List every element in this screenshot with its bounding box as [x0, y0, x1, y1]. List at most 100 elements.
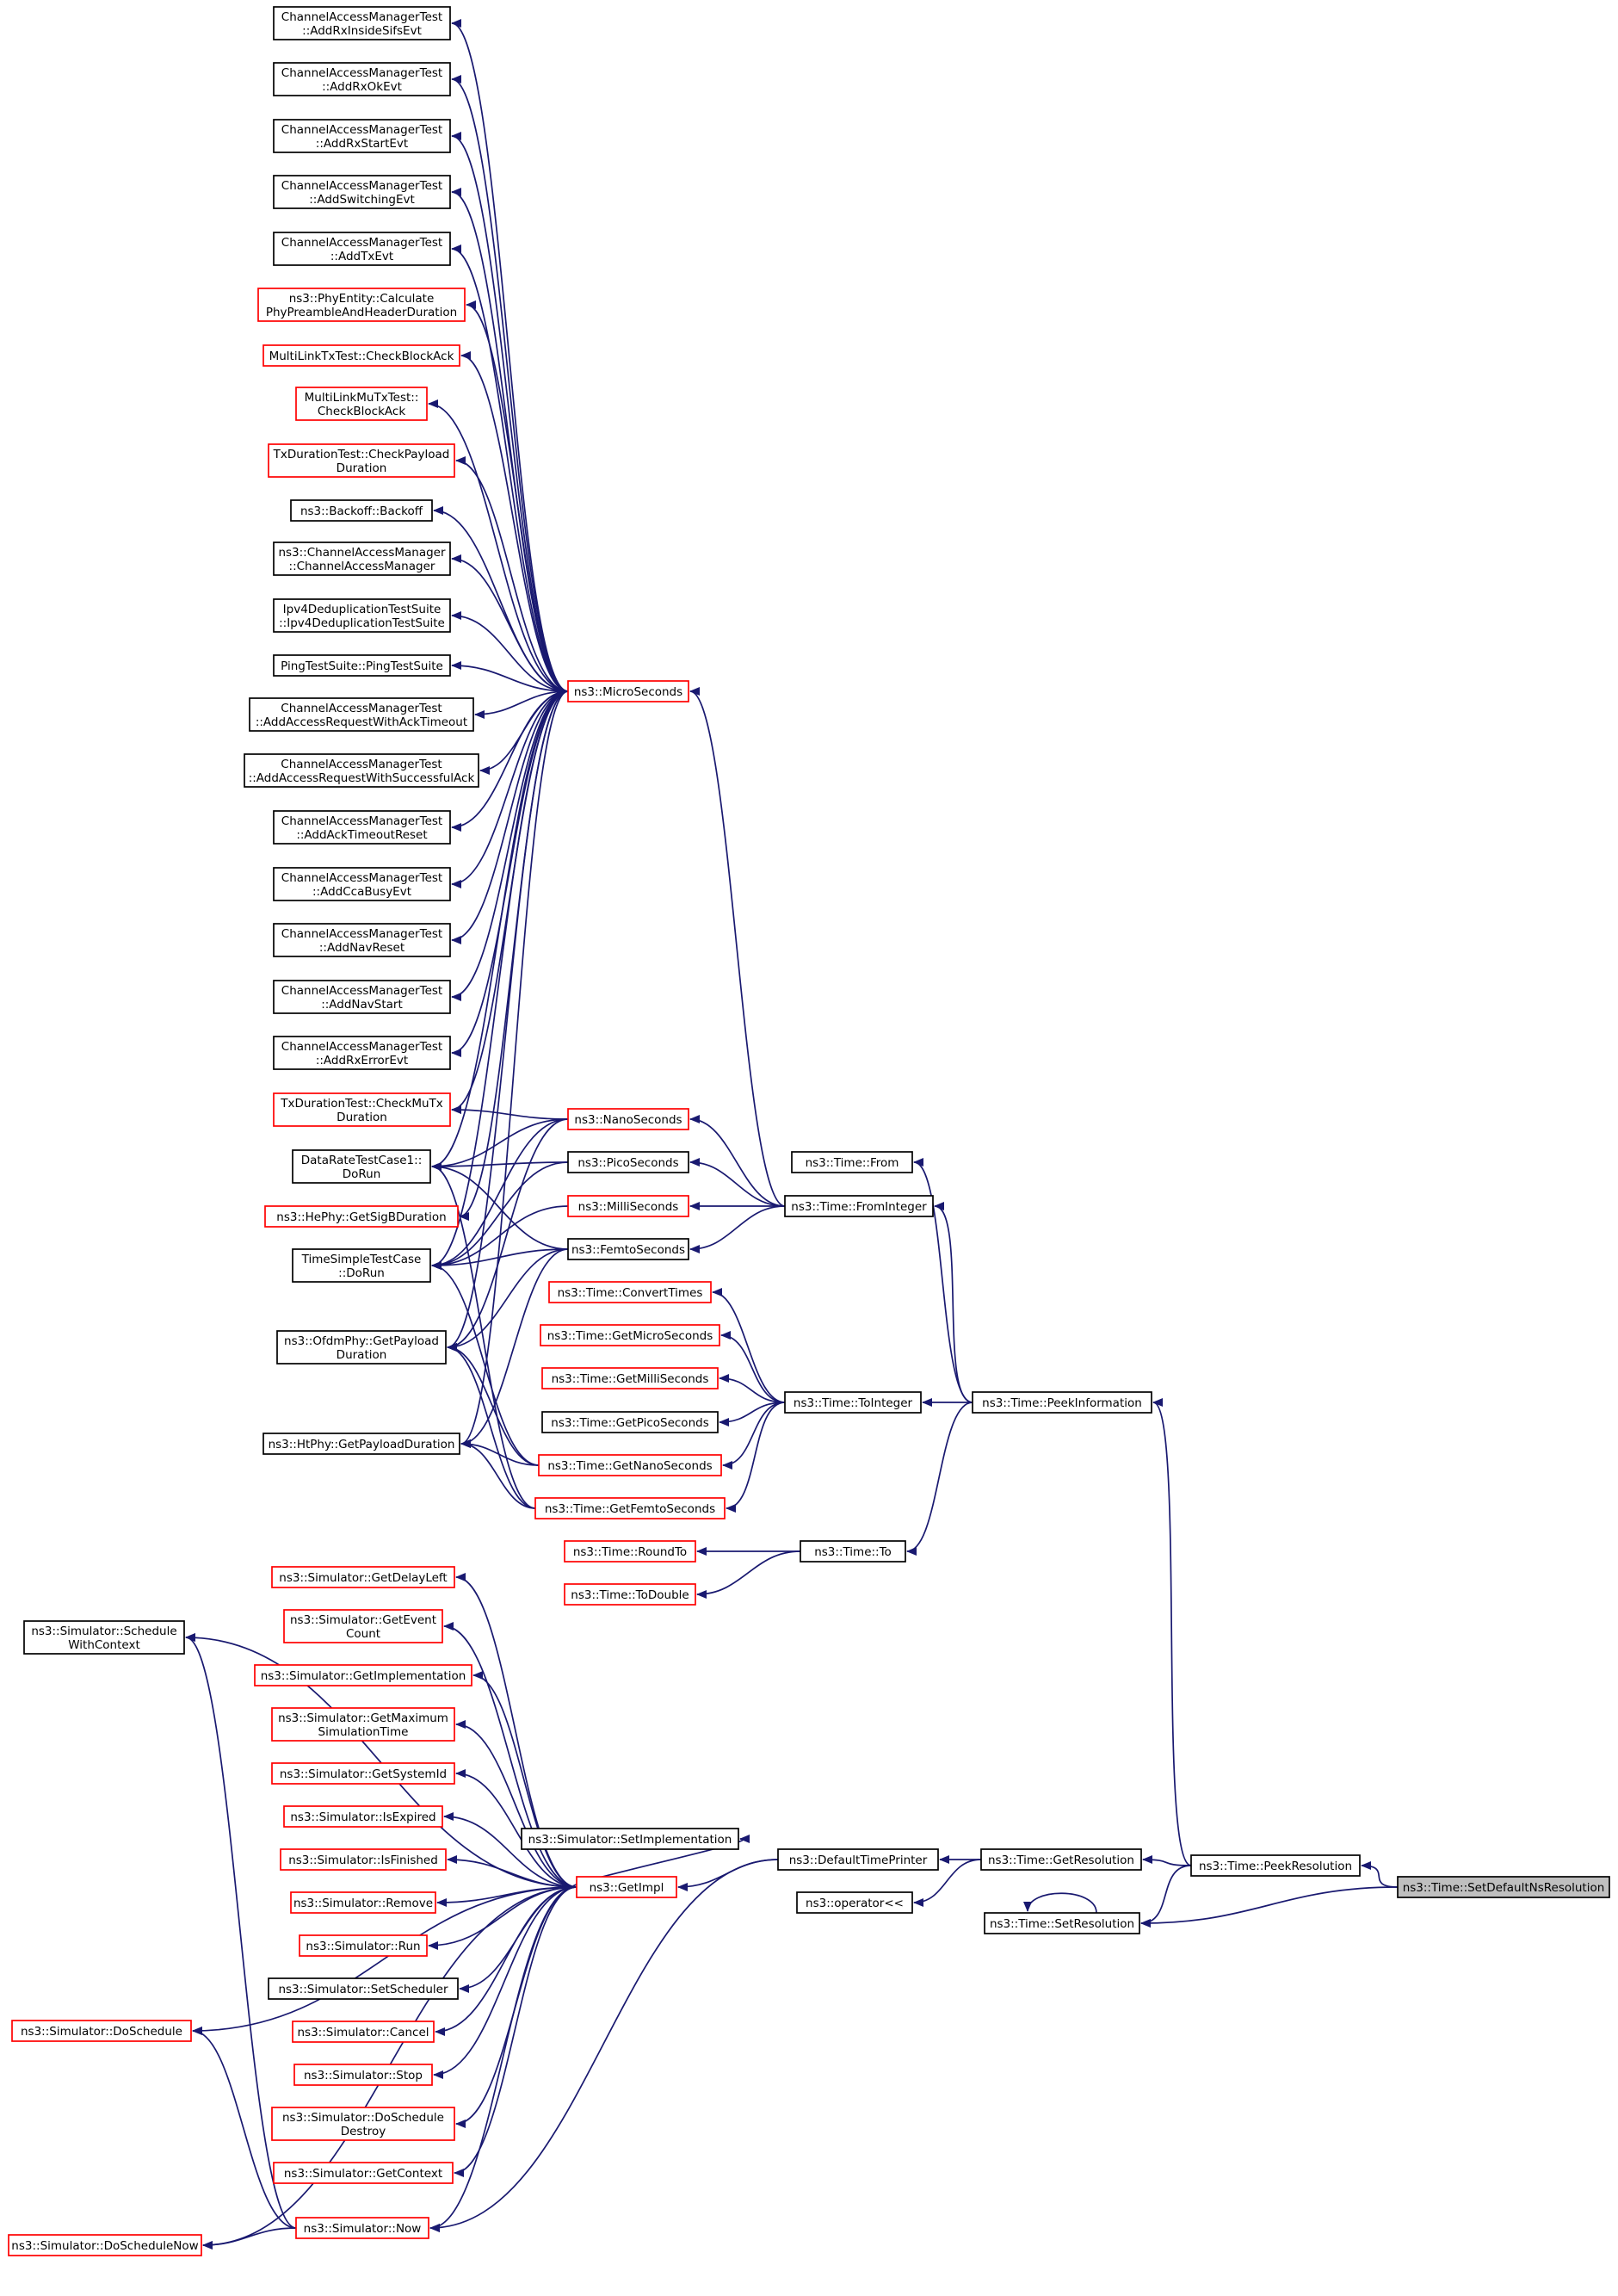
graph-node-n2[interactable]: ChannelAccessManagerTest::AddRxStartEvt — [273, 119, 451, 153]
edge-n40-n32 — [934, 1202, 973, 1403]
node-label: ns3::Time::GetPicoSeconds — [551, 1416, 708, 1430]
graph-node-n15[interactable]: ChannelAccessManagerTest::AddAckTimeoutR… — [273, 810, 451, 845]
node-label: ::AddSwitchingEvt — [309, 193, 415, 207]
node-label: ChannelAccessManagerTest — [281, 1040, 442, 1054]
graph-node-n26[interactable]: ns3::MicroSeconds — [567, 680, 689, 702]
graph-node-n4[interactable]: ChannelAccessManagerTest::AddTxEvt — [273, 232, 451, 266]
graph-node-n17[interactable]: ChannelAccessManagerTest::AddNavReset — [273, 923, 451, 957]
graph-node-n6[interactable]: MultiLinkTxTest::CheckBlockAck — [262, 344, 460, 367]
graph-node-n0[interactable]: ChannelAccessManagerTest::AddRxInsideSif… — [273, 6, 451, 40]
graph-node-n14[interactable]: ChannelAccessManagerTest::AddAccessReque… — [244, 753, 479, 788]
graph-node-n35[interactable]: ns3::Time::GetMilliSeconds — [541, 1367, 719, 1389]
graph-node-n3[interactable]: ChannelAccessManagerTest::AddSwitchingEv… — [273, 175, 451, 209]
graph-node-n61[interactable]: ns3::Simulator::DoScheduleNow — [8, 2234, 202, 2256]
graph-node-n66[interactable]: ns3::Time::GetResolution — [980, 1848, 1142, 1871]
graph-node-n68[interactable]: ns3::Time::PeekResolution — [1190, 1854, 1361, 1877]
node-label: ns3::Simulator::GetImplementation — [261, 1669, 466, 1683]
node-label: ::AddAckTimeoutReset — [296, 828, 427, 842]
graph-node-n29[interactable]: ns3::MilliSeconds — [567, 1195, 689, 1217]
graph-node-n13[interactable]: ChannelAccessManagerTest::AddAccessReque… — [249, 697, 474, 732]
node-box — [271, 1566, 455, 1588]
graph-node-n49[interactable]: ns3::Simulator::GetSystemId — [271, 1762, 455, 1785]
node-box — [268, 443, 455, 478]
graph-node-n42[interactable]: ns3::Time::ToDouble — [564, 1583, 696, 1606]
edge-n39-n38 — [726, 1402, 786, 1513]
graph-node-n10[interactable]: ns3::ChannelAccessManager::ChannelAccess… — [273, 542, 451, 576]
graph-edge — [689, 1158, 786, 1207]
graph-node-n38[interactable]: ns3::Time::GetFemtoSeconds — [534, 1497, 726, 1519]
graph-node-n7[interactable]: MultiLinkMuTxTest::CheckBlockAck — [295, 387, 428, 421]
graph-node-n41[interactable]: ns3::Time::RoundTo — [564, 1540, 696, 1563]
graph-node-n40[interactable]: ns3::Time::PeekInformation — [972, 1391, 1152, 1414]
graph-node-n33[interactable]: ns3::Time::ConvertTimes — [548, 1281, 712, 1303]
graph-node-n25[interactable]: ns3::HtPhy::GetPayloadDuration — [262, 1433, 460, 1455]
node-label: ::AddTxEvt — [330, 250, 393, 263]
graph-node-n37[interactable]: ns3::Time::GetNanoSeconds — [538, 1454, 722, 1476]
node-label: ns3::Time::To — [814, 1545, 892, 1559]
graph-node-n43[interactable]: ns3::Time::To — [800, 1540, 906, 1563]
node-label: ::Ipv4DeduplicationTestSuite — [279, 616, 445, 630]
graph-node-n63[interactable]: ns3::GetImpl — [576, 1876, 677, 1898]
graph-node-n9[interactable]: ns3::Backoff::Backoff — [290, 499, 433, 522]
graph-node-n39[interactable]: ns3::Time::ToInteger — [784, 1391, 922, 1414]
graph-edge — [451, 554, 569, 692]
graph-node-n54[interactable]: ns3::Simulator::SetScheduler — [268, 1977, 459, 2000]
graph-node-n52[interactable]: ns3::Simulator::Remove — [290, 1891, 436, 1914]
graph-node-n22[interactable]: ns3::HePhy::GetSigBDuration — [264, 1205, 459, 1228]
graph-node-n55[interactable]: ns3::Simulator::Cancel — [292, 2021, 435, 2043]
graph-node-n11[interactable]: Ipv4DeduplicationTestSuite::Ipv4Deduplic… — [273, 598, 451, 633]
graph-node-n67[interactable]: ns3::Time::SetResolution — [984, 1912, 1140, 1934]
graph-node-n24[interactable]: ns3::OfdmPhy::GetPayloadDuration — [276, 1330, 447, 1365]
node-label: ns3::Time::GetMilliSeconds — [552, 1372, 709, 1386]
graph-node-n27[interactable]: ns3::NanoSeconds — [567, 1108, 689, 1130]
graph-edge — [431, 1161, 569, 1171]
graph-node-n65[interactable]: ns3::operator<< — [796, 1891, 913, 1914]
graph-node-n50[interactable]: ns3::Simulator::IsExpired — [283, 1805, 443, 1828]
graph-node-n53[interactable]: ns3::Simulator::Run — [299, 1934, 428, 1957]
graph-node-n47[interactable]: ns3::Simulator::GetImplementation — [254, 1664, 472, 1686]
graph-node-n36[interactable]: ns3::Time::GetPicoSeconds — [541, 1411, 719, 1433]
graph-node-n56[interactable]: ns3::Simulator::Stop — [293, 2064, 433, 2086]
graph-node-n5[interactable]: ns3::PhyEntity::CalculatePhyPreambleAndH… — [257, 288, 466, 322]
graph-node-n1[interactable]: ChannelAccessManagerTest::AddRxOkEvt — [273, 62, 451, 96]
graph-node-n19[interactable]: ChannelAccessManagerTest::AddRxErrorEvt — [273, 1036, 451, 1070]
node-label: ns3::Time::ToInteger — [794, 1396, 913, 1410]
node-box — [295, 2217, 429, 2239]
graph-node-n58[interactable]: ns3::Simulator::GetContext — [273, 2162, 454, 2184]
graph-node-n34[interactable]: ns3::Time::GetMicroSeconds — [540, 1324, 720, 1346]
graph-node-n12[interactable]: PingTestSuite::PingTestSuite — [273, 654, 451, 677]
graph-node-n62[interactable]: ns3::Simulator::SetImplementation — [521, 1828, 739, 1850]
node-label: SimulationTime — [318, 1725, 409, 1739]
graph-edge — [433, 1886, 577, 2079]
graph-node-n21[interactable]: DataRateTestCase1::DoRun — [292, 1149, 431, 1184]
graph-node-n64[interactable]: ns3::DefaultTimePrinter — [777, 1848, 939, 1871]
graph-node-n28[interactable]: ns3::PicoSeconds — [567, 1151, 689, 1173]
graph-node-n51[interactable]: ns3::Simulator::IsFinished — [280, 1848, 447, 1871]
graph-node-n16[interactable]: ChannelAccessManagerTest::AddCcaBusyEvt — [273, 867, 451, 901]
graph-edge — [460, 351, 569, 692]
edge-n40-n43 — [906, 1402, 973, 1556]
graph-node-n31[interactable]: ns3::Time::From — [791, 1151, 913, 1173]
graph-edge — [431, 1162, 536, 1509]
graph-node-n32[interactable]: ns3::Time::FromInteger — [784, 1195, 934, 1217]
graph-node-n69[interactable]: ns3::Time::SetDefaultNsResolution — [1397, 1876, 1610, 1898]
graph-node-n60[interactable]: ns3::Simulator::Now — [295, 2217, 429, 2239]
graph-node-n45[interactable]: ns3::Simulator::GetDelayLeft — [271, 1566, 455, 1588]
graph-node-n30[interactable]: ns3::FemtoSeconds — [567, 1238, 689, 1260]
graph-node-n23[interactable]: TimeSimpleTestCase::DoRun — [292, 1248, 431, 1283]
graph-edge — [455, 1769, 577, 1888]
graph-edge — [447, 1248, 569, 1352]
node-label: ::AddCcaBusyEvt — [312, 885, 411, 899]
node-box — [1190, 1854, 1361, 1877]
edge-n26-n23 — [431, 690, 569, 1270]
graph-node-n59[interactable]: ns3::Simulator::DoSchedule — [11, 2020, 192, 2042]
edge-n26-n2 — [451, 132, 569, 692]
node-label: TimeSimpleTestCase — [301, 1253, 422, 1266]
graph-node-n18[interactable]: ChannelAccessManagerTest::AddNavStart — [273, 980, 451, 1014]
